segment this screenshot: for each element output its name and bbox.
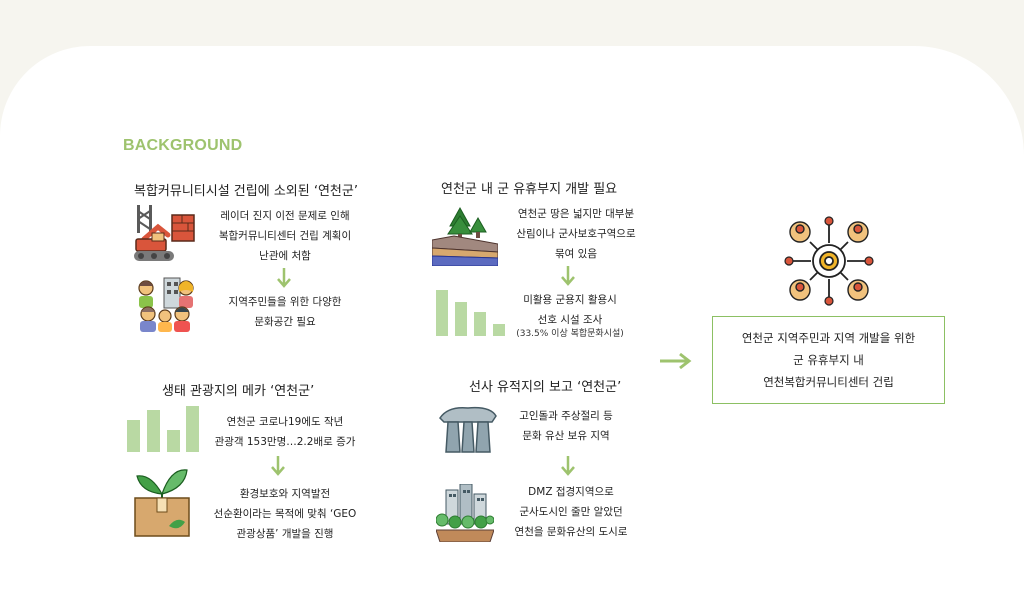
conclusion-line: 연천군 지역주민과 지역 개발을 위한 [741,331,916,345]
section2-title: 생태 관광지의 메카 ‘연천군’ [162,384,315,399]
arrow-down-icon [270,456,286,478]
section3-title: 연천군 내 군 유휴부지 개발 필요 [441,182,618,197]
section3-note: (33.5% 이상 복합문화시설) [516,329,624,339]
conclusion-line: 군 유휴부지 내 [793,353,864,367]
arrow-down-icon [560,266,576,288]
bar-chart-icon [436,290,506,336]
eco-box-plant-icon [133,466,191,538]
community-network-icon [782,214,876,308]
section4-title: 선사 유적지의 보고 ‘연천군’ [469,380,622,395]
bar-chart-icon [127,406,199,452]
page-title: BACKGROUND [123,137,243,154]
arrow-down-icon [276,268,292,290]
dolmen-icon [438,404,498,454]
community-people-icon [136,276,196,332]
section1-title: 복합커뮤니티시설 건립에 소외된 ‘연천군’ [134,184,358,199]
land-forest-icon [432,206,498,266]
conclusion-line: 연천복합커뮤니티센터 건립 [763,375,894,389]
arrow-down-icon [560,456,576,478]
demolition-excavator-icon [134,205,196,263]
arrow-right-icon [660,352,692,370]
conclusion-box: 연천군 지역주민과 지역 개발을 위한 군 유휴부지 내 연천복합커뮤니티센터 … [712,316,945,404]
city-trees-icon [436,484,494,542]
